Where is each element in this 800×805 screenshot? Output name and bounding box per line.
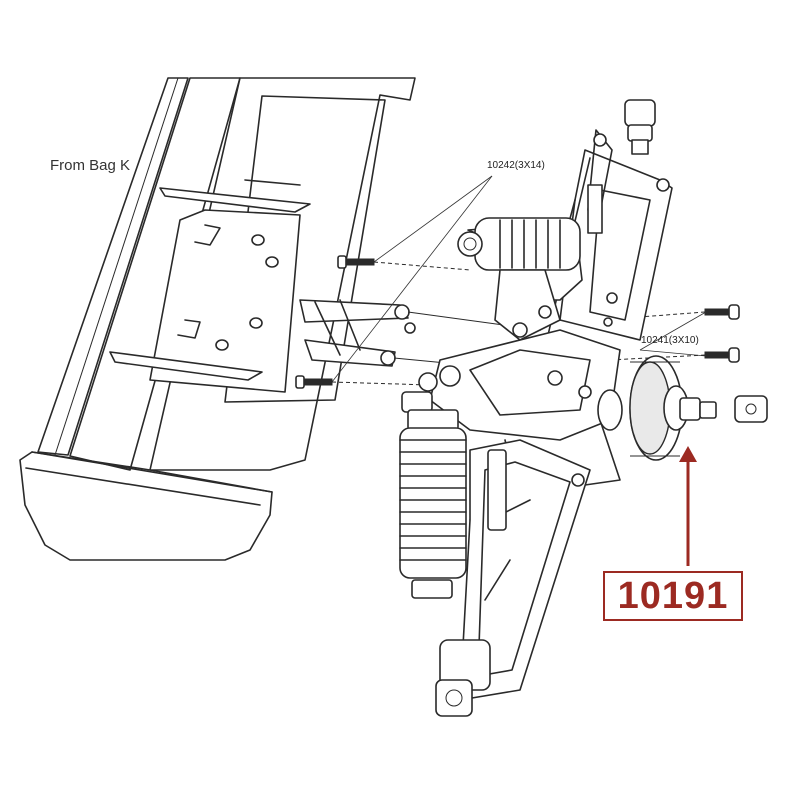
part-number-callout: 10191 (603, 571, 743, 621)
rear-wing (19, 77, 416, 561)
source-bag-label: From Bag K (50, 157, 131, 174)
screw-10242-label: 10242(3X14) (487, 160, 545, 171)
rear-shock (399, 372, 467, 599)
screws-10241 (704, 304, 740, 363)
wing-mount-links (299, 299, 541, 371)
upper-spring (457, 217, 581, 271)
leader-lines (331, 175, 707, 386)
hub-carrier (429, 217, 621, 521)
spur-gear-assembly (597, 355, 768, 461)
lower-arm (459, 439, 591, 701)
upper-shock (587, 99, 656, 234)
callout-arrow (679, 446, 697, 566)
screw-10241-label: 10241(3X10) (641, 335, 699, 346)
lower-hub (435, 639, 491, 717)
